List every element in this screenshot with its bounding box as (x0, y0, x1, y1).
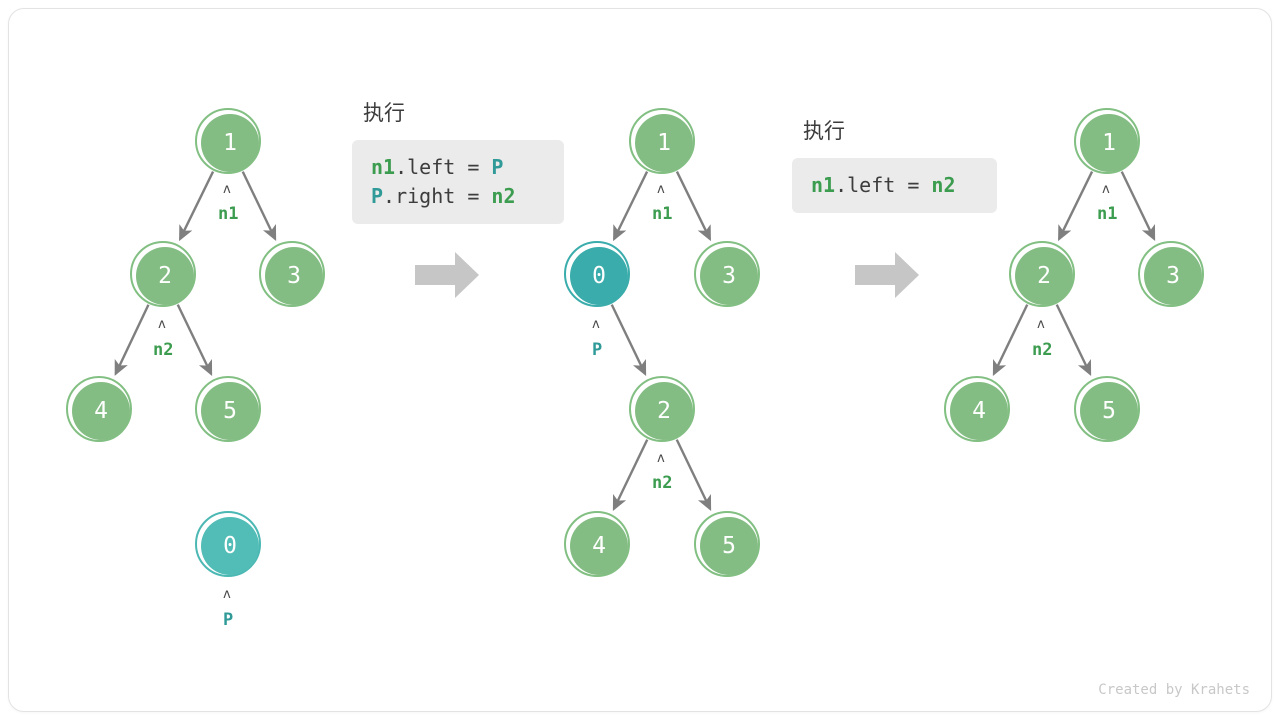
pointer-caret-icon: ʌ (223, 587, 231, 602)
pointer-label: n2 (153, 340, 174, 360)
tree-edge (241, 171, 277, 242)
step-title: 执行 (363, 101, 405, 125)
pointer-label: n1 (1097, 204, 1118, 224)
pointer-caret-icon: ʌ (223, 182, 231, 197)
pointer-caret-icon: ʌ (1102, 182, 1110, 197)
tree-node: 5 (1074, 376, 1140, 442)
tree-node: 1 (1074, 108, 1140, 174)
tree-edge (179, 171, 215, 242)
tree-node: 3 (259, 241, 325, 307)
code-line: P.right = n2 (371, 182, 545, 211)
tree-node-value: 4 (950, 382, 1008, 440)
tree-node: 3 (1138, 241, 1204, 307)
tree-node: 4 (944, 376, 1010, 442)
code-token: .left = (395, 155, 492, 179)
tree-node-value: 2 (1015, 247, 1073, 305)
tree-node-value: 1 (635, 114, 693, 172)
tree-node: 2 (130, 241, 196, 307)
tree-edge (1058, 171, 1094, 242)
tree-node: 5 (195, 376, 261, 442)
tree-node: 1 (195, 108, 261, 174)
tree-node: 3 (694, 241, 760, 307)
code-token: n2 (931, 173, 956, 197)
code-token: P (491, 155, 504, 179)
tree-node-value: 4 (570, 517, 628, 575)
stage-transition-arrow (415, 252, 479, 298)
code-line: n1.left = P (371, 153, 545, 182)
tree-node-value: 3 (1144, 247, 1202, 305)
code-snippet: n1.left = n2 (792, 158, 997, 213)
tree-node-value: 5 (700, 517, 758, 575)
tree-node-value: 0 (201, 517, 259, 575)
code-token: n1 (811, 173, 836, 197)
credit-text: Created by Krahets (1098, 682, 1250, 698)
tree-node: 5 (694, 511, 760, 577)
tree-node: 2 (1009, 241, 1075, 307)
code-token: P (371, 184, 384, 208)
tree-edge (675, 171, 711, 242)
tree-node: 2 (629, 376, 695, 442)
tree-node: 4 (564, 511, 630, 577)
tree-node-value: 3 (265, 247, 323, 305)
tree-edge (176, 304, 213, 377)
tree-edge (1055, 304, 1092, 377)
tree-node-value: 2 (635, 382, 693, 440)
tree-edge (1120, 171, 1156, 242)
tree-node: 0 (564, 241, 630, 307)
tree-node-value: 3 (700, 247, 758, 305)
pointer-label: n2 (652, 473, 673, 493)
tree-node: 0 (195, 511, 261, 577)
code-line: n1.left = n2 (811, 171, 978, 200)
tree-node-value: 1 (1080, 114, 1138, 172)
stage-transition-arrow (855, 252, 919, 298)
tree-node-value: 1 (201, 114, 259, 172)
tree-node: 1 (629, 108, 695, 174)
tree-edge (613, 171, 649, 242)
tree-node-value: 5 (201, 382, 259, 440)
tree-edge (675, 439, 712, 512)
code-token: .left = (835, 173, 932, 197)
pointer-label: n1 (652, 204, 673, 224)
tree-node-value: 0 (570, 247, 628, 305)
tree-node-value: 2 (136, 247, 194, 305)
tree-node: 4 (66, 376, 132, 442)
pointer-label: n1 (218, 204, 239, 224)
tree-node-value: 5 (1080, 382, 1138, 440)
pointer-label: P (223, 610, 234, 630)
tree-edge (612, 439, 649, 512)
pointer-caret-icon: ʌ (158, 317, 166, 332)
pointer-label: P (592, 340, 603, 360)
tree-edge (992, 304, 1029, 377)
tree-edge (610, 304, 647, 377)
tree-edge (114, 304, 150, 376)
pointer-caret-icon: ʌ (1037, 317, 1045, 332)
pointer-caret-icon: ʌ (592, 317, 600, 332)
pointer-caret-icon: ʌ (657, 451, 665, 466)
pointer-label: n2 (1032, 340, 1053, 360)
code-token: n1 (371, 155, 396, 179)
tree-node-value: 4 (72, 382, 130, 440)
pointer-caret-icon: ʌ (657, 182, 665, 197)
step-title: 执行 (803, 119, 845, 143)
code-token: n2 (491, 184, 516, 208)
code-token: .right = (383, 184, 492, 208)
